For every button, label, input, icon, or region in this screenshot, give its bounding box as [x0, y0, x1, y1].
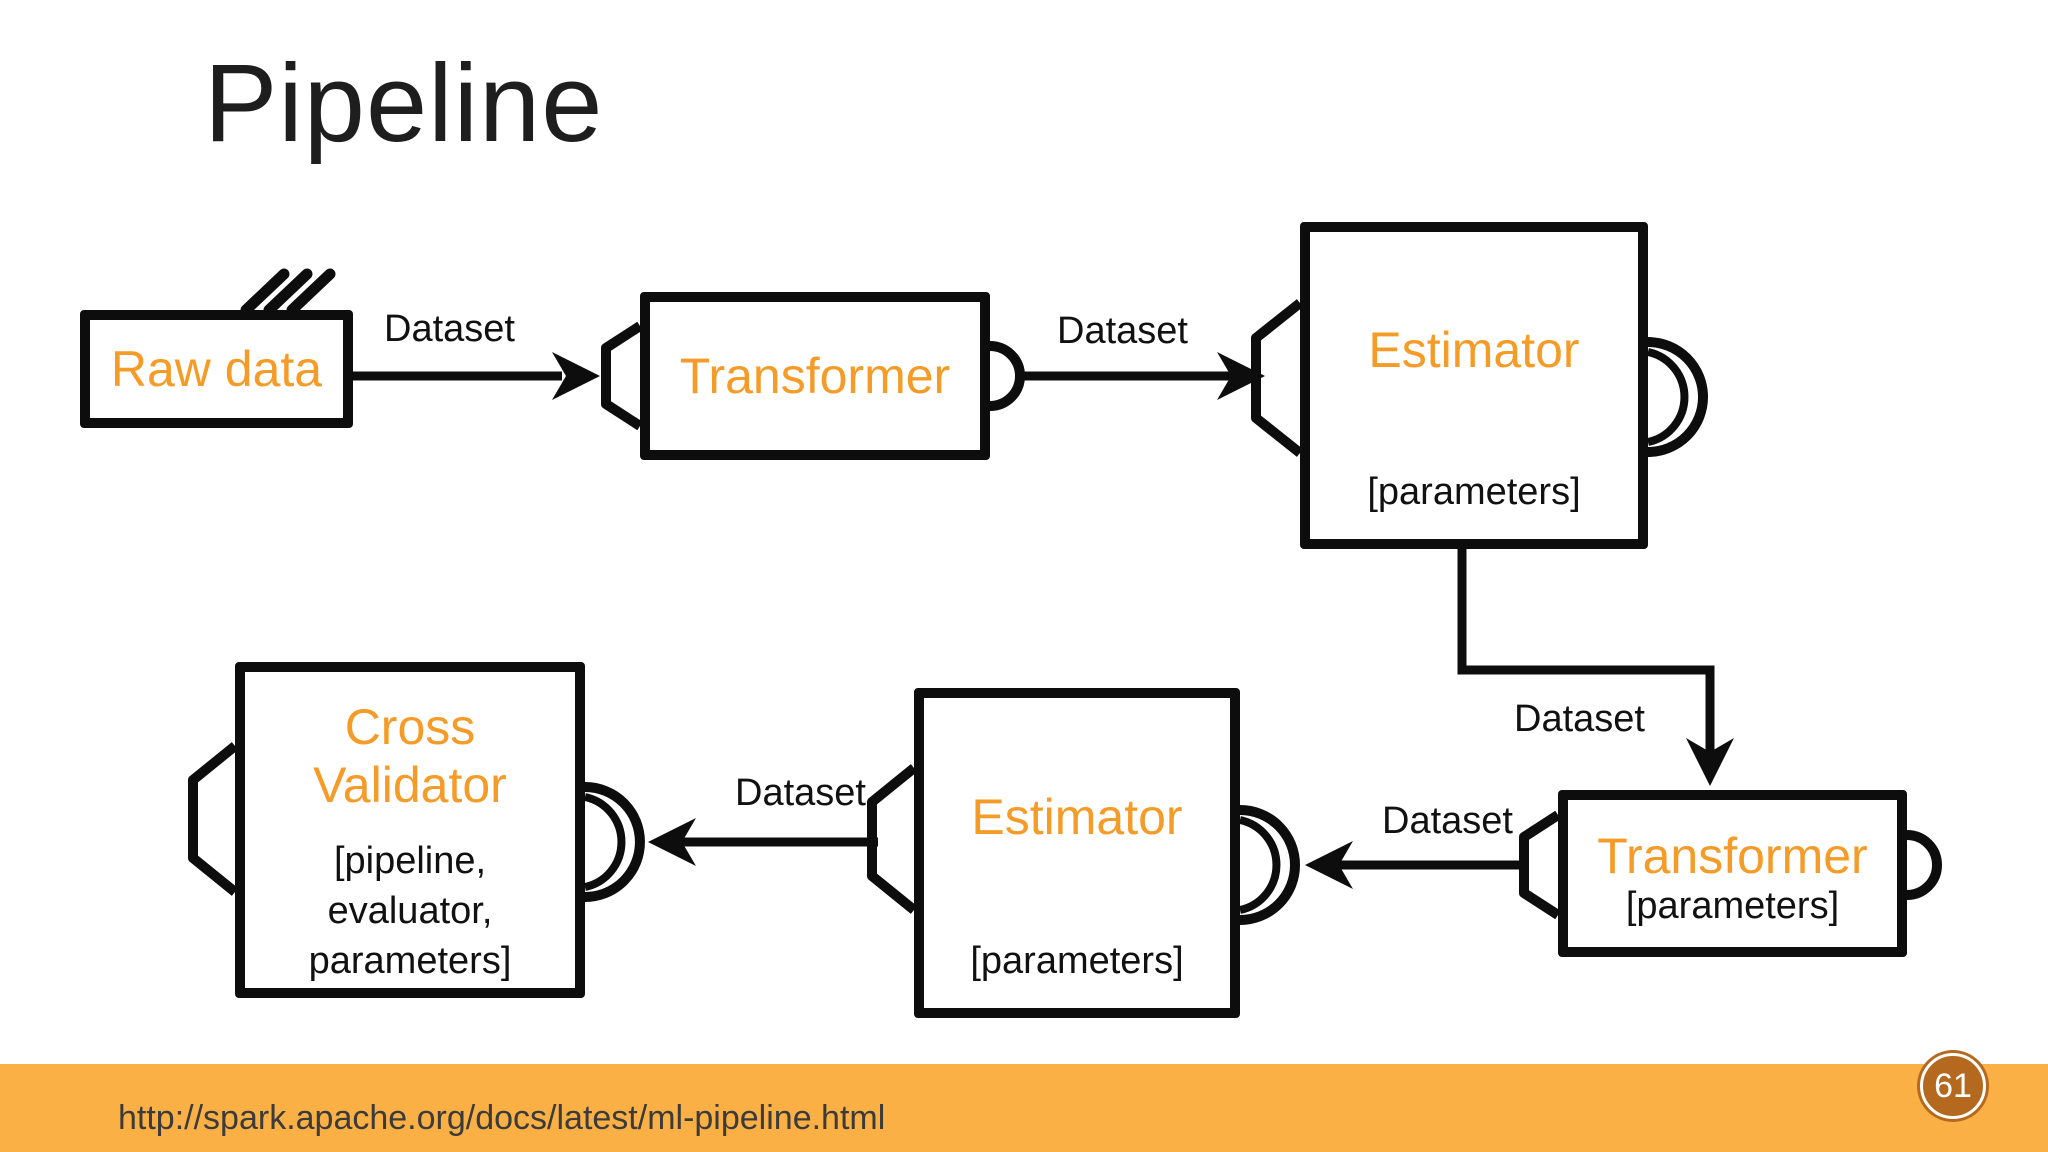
edge-label-dataset-1: Dataset — [384, 308, 515, 350]
arrowhead-left-2 — [648, 818, 696, 866]
slide-number-badge: 61 — [1917, 1050, 1989, 1122]
node-transformer-1-label: Transformer — [679, 348, 951, 404]
node-estimator-1-label: Estimator — [1368, 321, 1580, 378]
output-port-estimator-1-inner — [1647, 348, 1689, 446]
node-raw-data: Raw data — [80, 310, 353, 428]
page-title: Pipeline — [204, 42, 604, 165]
output-port-estimator-2-outer — [1239, 805, 1300, 925]
node-estimator-2-params: [parameters] — [970, 940, 1184, 982]
node-transformer-2: Transformer [parameters] — [1558, 790, 1907, 957]
node-cross-validator-label: Cross Validator — [313, 699, 507, 813]
output-port-transformer-1 — [989, 341, 1025, 411]
arrowhead-right-1 — [552, 352, 600, 400]
edge-label-dataset-4: Dataset — [1382, 800, 1513, 842]
output-port-cross-validator-inner — [584, 793, 626, 891]
arrowhead-down — [1686, 738, 1734, 786]
node-estimator-1-params: [parameters] — [1367, 471, 1581, 513]
arrowhead-right-2 — [1217, 352, 1265, 400]
node-cross-validator-params: [pipeline, evaluator, parameters] — [308, 840, 512, 982]
node-raw-data-label: Raw data — [110, 341, 323, 397]
output-port-estimator-2-inner — [1239, 816, 1281, 914]
node-estimator-2: Estimator [parameters] — [914, 688, 1240, 1018]
footer-bar — [0, 1064, 2048, 1152]
node-estimator-2-label: Estimator — [971, 789, 1183, 845]
arrow-estimator1-to-transformer2-line — [1457, 549, 1715, 752]
output-port-cross-validator-outer — [584, 782, 645, 902]
output-port-transformer-2 — [1906, 830, 1942, 900]
edge-label-dataset-2: Dataset — [1057, 310, 1188, 352]
edge-label-dataset-3: Dataset — [1514, 698, 1645, 740]
node-transformer-2-label: Transformer — [1597, 827, 1868, 884]
slide-number: 61 — [1934, 1066, 1972, 1105]
node-transformer-2-params: [parameters] — [1625, 884, 1840, 927]
input-notch-cross-validator — [188, 742, 239, 896]
node-estimator-1: Estimator [parameters] — [1300, 222, 1648, 549]
node-transformer-1: Transformer — [640, 292, 990, 460]
input-notch-transformer-2 — [1519, 810, 1561, 920]
footer-url: http://spark.apache.org/docs/latest/ml-p… — [118, 1099, 886, 1137]
output-port-estimator-1-outer — [1647, 337, 1708, 457]
input-notch-estimator-2 — [867, 764, 918, 914]
input-notch-transformer-1 — [601, 321, 643, 431]
slide-number-ring: 61 — [1920, 1053, 1986, 1119]
node-cross-validator: Cross Validator [pipeline, evaluator, pa… — [235, 662, 585, 998]
hatch-marks-icon — [240, 268, 336, 316]
edge-label-dataset-5: Dataset — [735, 772, 866, 814]
input-notch-estimator-1 — [1251, 299, 1304, 457]
arrowhead-left-1 — [1305, 841, 1353, 889]
